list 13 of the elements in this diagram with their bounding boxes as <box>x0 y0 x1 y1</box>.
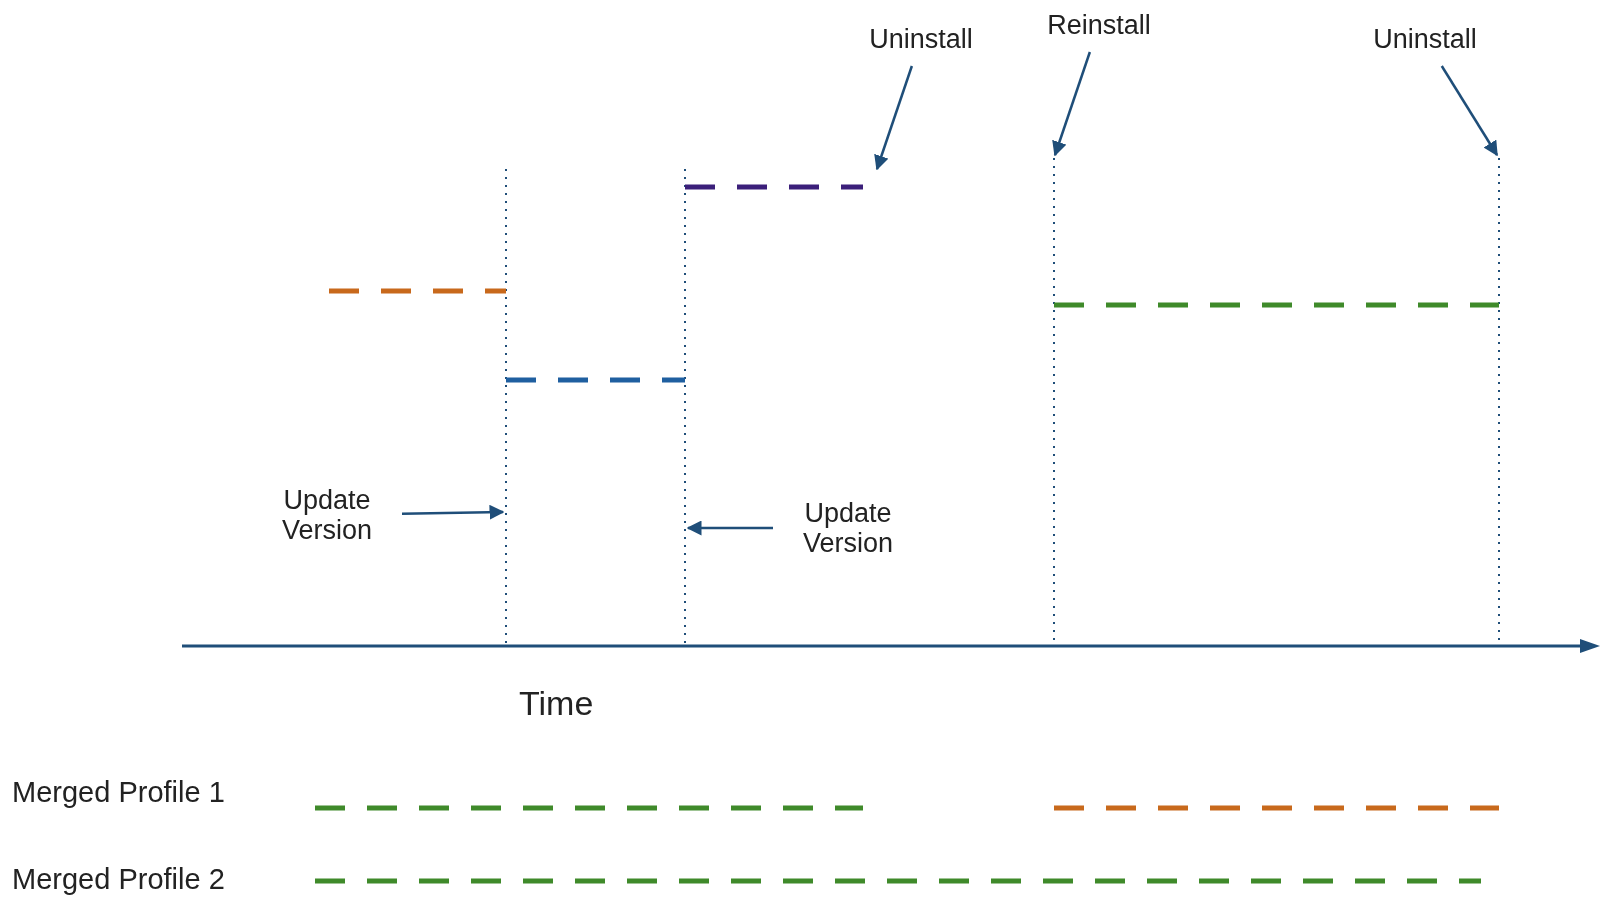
arrow <box>401 504 505 520</box>
event-label: Update Version <box>801 498 895 558</box>
event-label: Reinstall <box>1047 10 1151 40</box>
event-label: Uninstall <box>869 24 973 54</box>
arrow <box>1440 65 1499 157</box>
axis-title: Time <box>519 684 594 723</box>
series-label: Merged Profile 1 <box>12 776 225 809</box>
event-label: Uninstall <box>1373 24 1477 54</box>
event-label: Update Version <box>280 485 374 545</box>
arrow <box>1052 51 1092 157</box>
arrow <box>686 520 773 536</box>
series-label: Merged Profile 2 <box>12 863 225 896</box>
arrow <box>874 65 914 171</box>
